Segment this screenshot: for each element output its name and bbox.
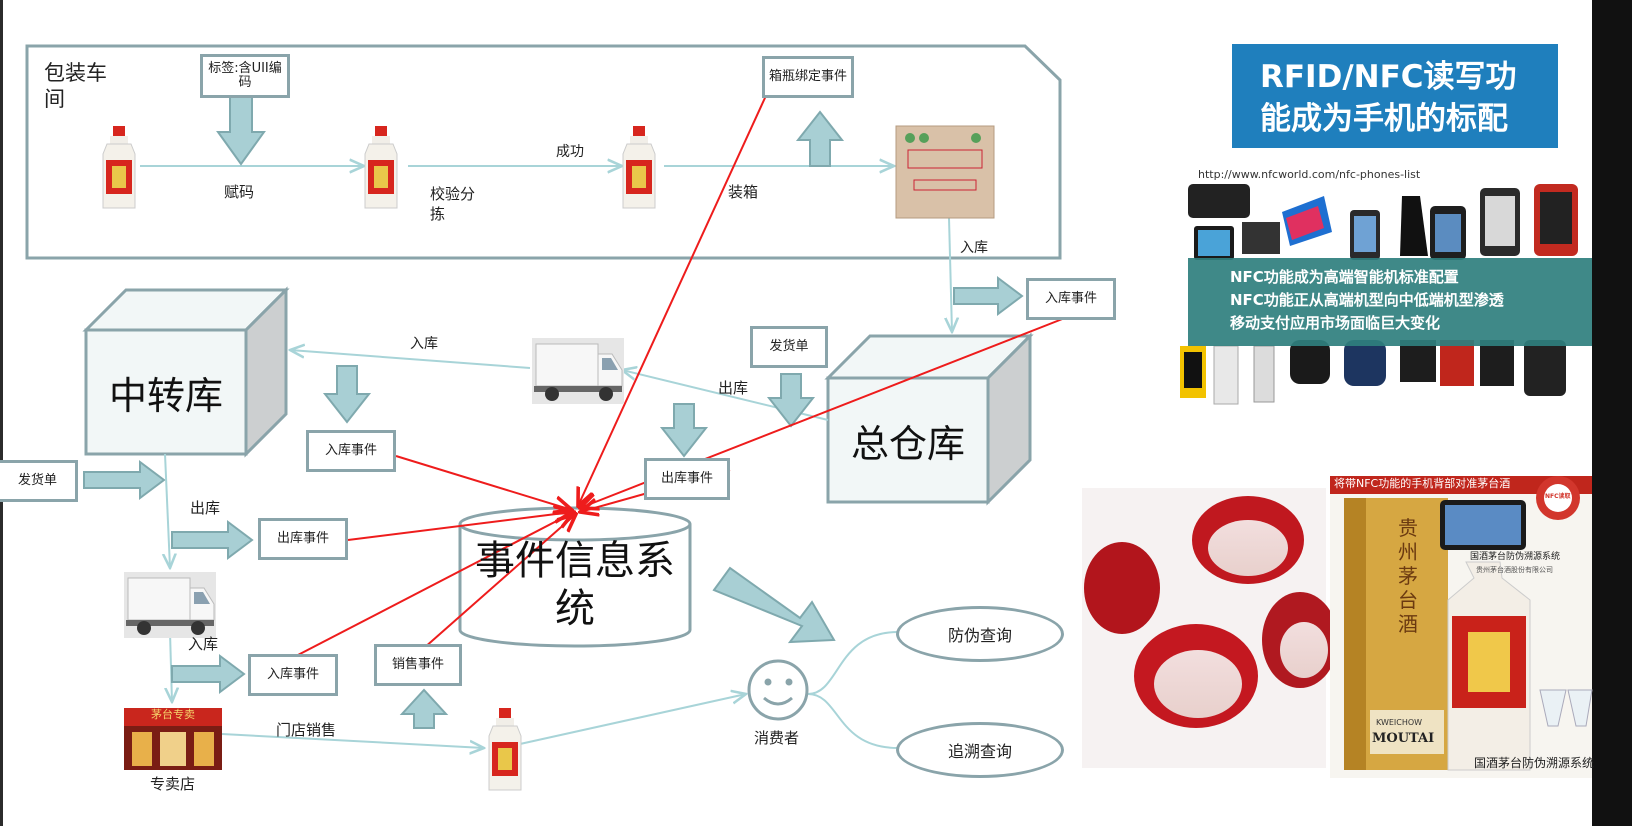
- smiley-face-icon: [747, 659, 809, 721]
- workshop-container: [25, 44, 1062, 260]
- traceability-query-button[interactable]: 追溯查询: [896, 722, 1064, 778]
- flow-label-ruku-truck: 入库: [410, 336, 438, 352]
- chuku-event-box-general: 出库事件: [644, 458, 730, 500]
- block-arrow-up-sale: [399, 688, 449, 729]
- ruku-event-box-store: 入库事件: [248, 654, 338, 696]
- flow-label-chuku-general: 出库: [718, 379, 749, 397]
- step-label-zhuangxiang: 装箱: [728, 183, 759, 201]
- nfc-bullet-1: NFC功能成为高端智能机标准配置: [1230, 268, 1459, 286]
- phone-collage: [1180, 184, 1578, 405]
- nfc-bullet-3: 移动支付应用市场面临巨大变化: [1230, 314, 1441, 332]
- label-box: 标签:含UII编码: [200, 54, 290, 98]
- left-border-line: [0, 0, 3, 826]
- flow-label-ruku-general: 入库: [960, 240, 988, 256]
- block-arrow-down-chuku-general: [659, 403, 709, 458]
- rfid-panel-title: RFID/NFC读写功 能成为手机的标配: [1232, 44, 1558, 148]
- block-arrow-right-ruku-store: [171, 654, 246, 694]
- moutai-brand-en1: KWEICHOW: [1376, 718, 1423, 727]
- block-arrow-right-ruku-general: [953, 276, 1024, 316]
- block-arrow-right-chuku-transfer: [171, 520, 254, 560]
- fahuo-box-general: 发货单: [750, 326, 828, 368]
- nfc-bullet-2: NFC功能正从高端机型向中低端机型渗透: [1230, 291, 1504, 309]
- fahuo-box-left: 发货单: [0, 460, 78, 502]
- moutai-box-cn: 贵州茅台酒: [1398, 516, 1418, 636]
- sale-event-box: 销售事件: [374, 644, 462, 686]
- block-arrow-right-fahuo-left: [83, 460, 166, 500]
- block-arrow-system-to-consumer: [712, 566, 836, 644]
- store-sign: 茅台专卖: [151, 708, 195, 721]
- event-system-label: 事件信息系统: [475, 538, 675, 632]
- bottle-icon: [102, 126, 136, 209]
- transfer-warehouse-cube: [82, 286, 290, 458]
- step-label-jiaoyan: 校验分拣: [430, 185, 476, 223]
- flow-label-ruku-store: 入库: [188, 635, 219, 653]
- general-warehouse-label: 总仓库: [850, 421, 965, 466]
- flow-label-chuku-transfer: 出库: [190, 499, 221, 517]
- bottle-icon: [364, 126, 398, 209]
- moutai-top-banner: 将带NFC功能的手机背部对准茅台酒: [1334, 477, 1511, 490]
- step-label-fuma: 赋码: [224, 183, 255, 201]
- flow-label-store-sale: 门店销售: [276, 721, 337, 739]
- moutai-brand-en2: MOUTAI: [1372, 731, 1435, 746]
- box-bottle-binding-event-box: 箱瓶绑定事件: [762, 56, 854, 98]
- general-warehouse-cube: [824, 332, 1034, 506]
- nfc-url-text: http://www.nfcworld.com/nfc-phones-list: [1198, 168, 1421, 181]
- block-arrow-down-fahuo-general: [766, 373, 816, 428]
- block-arrow-up-event: [795, 110, 845, 167]
- bottle-icon: [622, 126, 656, 209]
- store-front-icon: [124, 708, 222, 770]
- moutai-bottom-caption: 国酒茅台防伪溯源系统: [1474, 756, 1595, 770]
- ruku-event-box-transfer: 入库事件: [306, 430, 396, 472]
- ruku-event-box-general: 入库事件: [1026, 278, 1116, 320]
- truck-icon: [124, 572, 216, 638]
- rfid-title-line2: 能成为手机的标配: [1260, 101, 1508, 137]
- wine-cap-photo: [1082, 488, 1338, 768]
- rfid-title-line1: RFID/NFC读写功: [1260, 59, 1517, 95]
- event-system-cylinder: [458, 506, 692, 648]
- anti-counterfeit-query-button[interactable]: 防伪查询: [896, 606, 1064, 662]
- block-arrow-down-ruku-transfer: [322, 365, 372, 424]
- truck-icon: [532, 338, 624, 404]
- nfc-info-band: NFC功能成为高端智能机标准配置 NFC功能正从高端机型向中低端机型渗透 移动支…: [1188, 258, 1592, 346]
- workshop-title: 包装车间: [44, 61, 107, 111]
- chuku-event-box-transfer: 出库事件: [258, 518, 348, 560]
- bottle-icon: [488, 708, 522, 791]
- step-label-chenggong: 成功: [556, 144, 584, 160]
- consumer-label: 消费者: [754, 729, 800, 747]
- transfer-warehouse-label: 中转库: [108, 373, 223, 418]
- moutai-badge: NFC读取: [1545, 493, 1571, 500]
- moutai-advert: [1330, 476, 1593, 778]
- right-dark-strip: [1592, 0, 1632, 826]
- moutai-company-line: 贵州茅台酒股份有限公司: [1476, 566, 1553, 574]
- block-arrow-down-label: [216, 95, 266, 166]
- store-label: 专卖店: [150, 775, 196, 793]
- moutai-system-label: 国酒茅台防伪溯源系统: [1470, 552, 1561, 562]
- moutai-carton-icon: [895, 125, 995, 219]
